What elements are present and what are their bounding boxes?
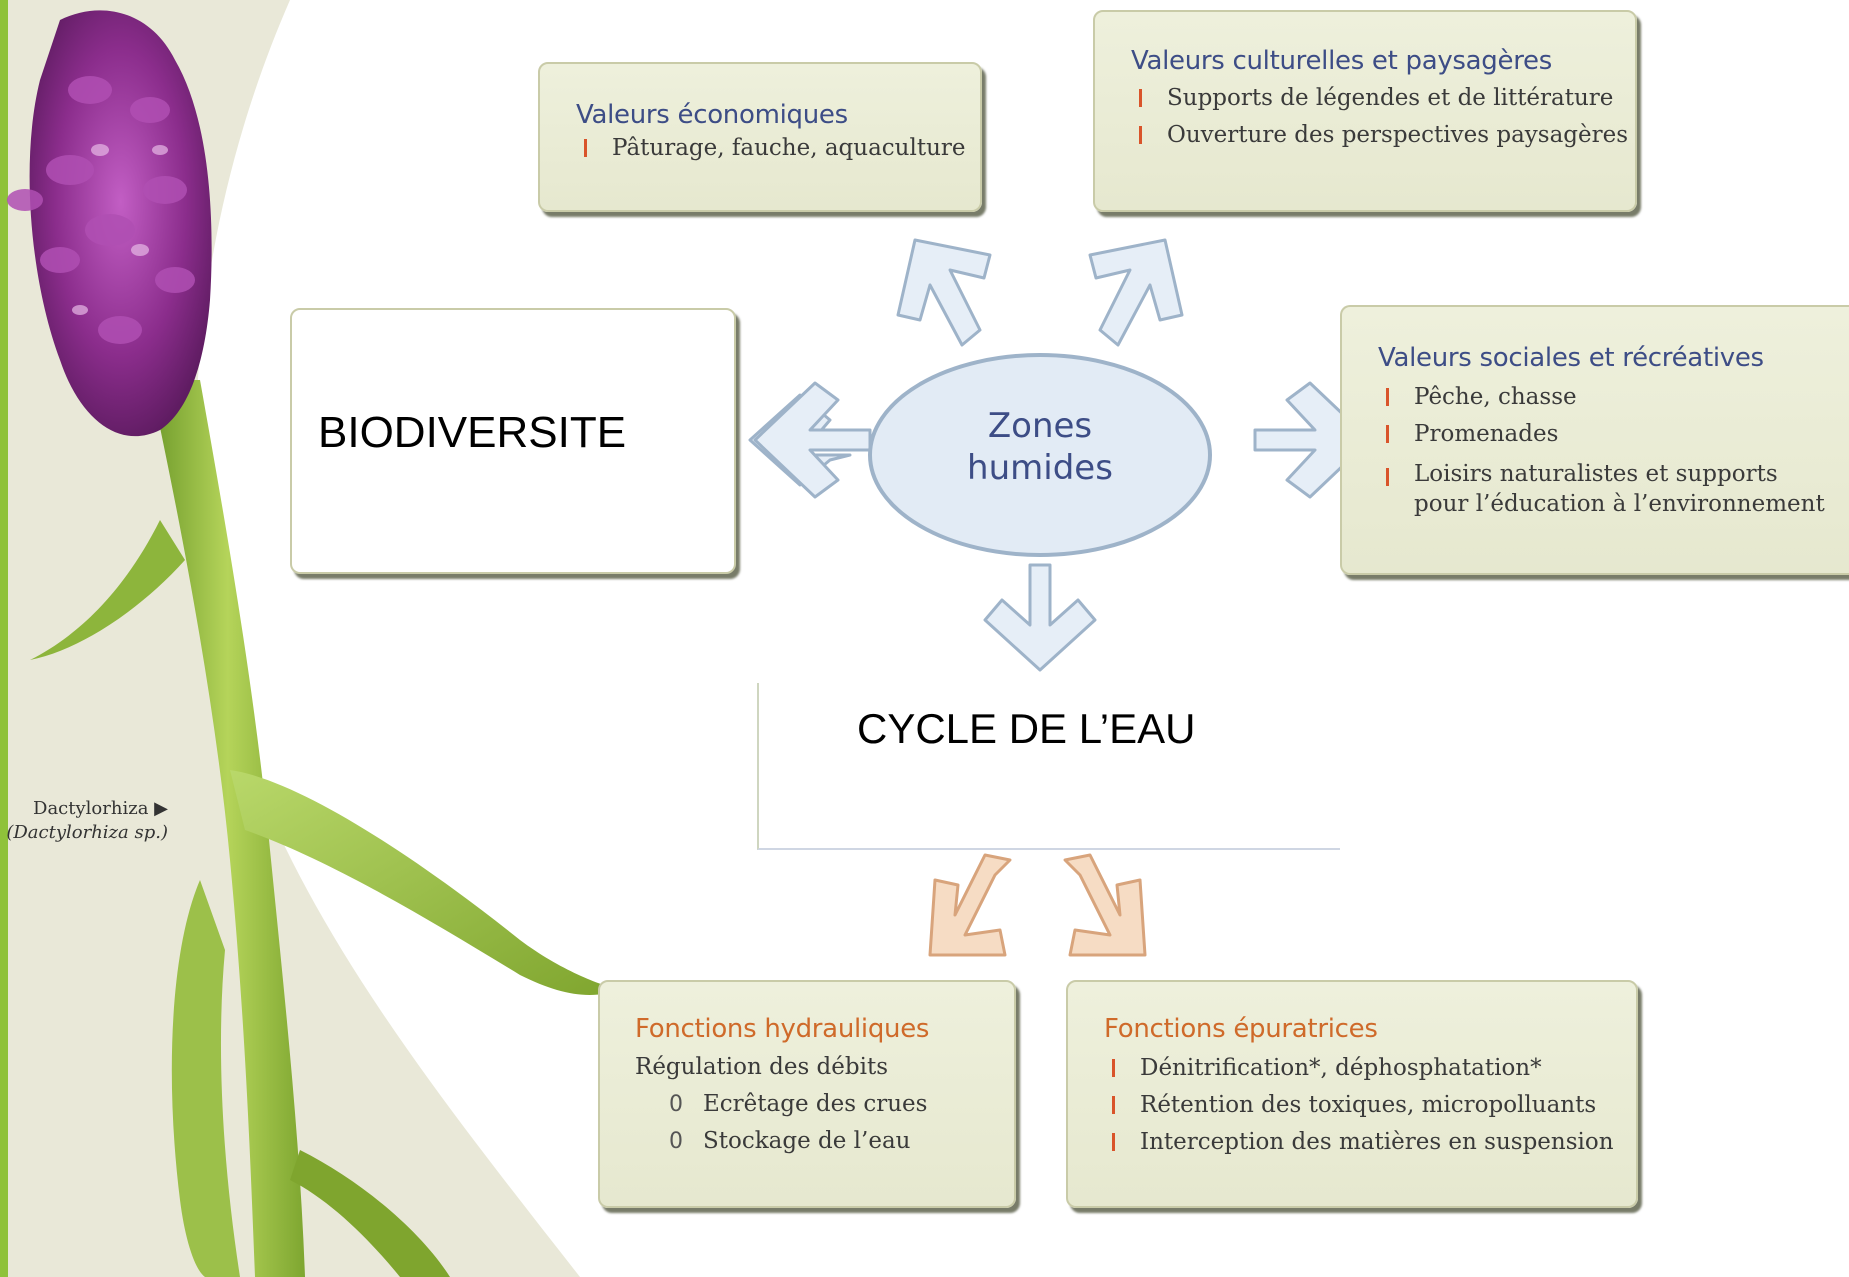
list-item: Interception des matières en suspension — [1104, 1124, 1636, 1161]
center-label-line1: Zones — [987, 406, 1093, 446]
item-text: Pâturage, fauche, aquaculture — [612, 135, 966, 161]
list-item: Dénitrification*, déphosphatation* — [1104, 1050, 1636, 1087]
list-item: Pêche, chasse — [1378, 379, 1849, 416]
box-title: Fonctions épuratrices — [1104, 1014, 1378, 1044]
box-title: Valeurs sociales et récréatives — [1378, 343, 1764, 373]
arrows-peach — [928, 853, 1147, 957]
flower-petals — [7, 76, 195, 344]
arrow-down-left — [928, 853, 1012, 957]
bullet-bar-icon — [1112, 1133, 1115, 1151]
item-text: Stockage de l’eau — [703, 1128, 911, 1154]
box-subtitle: Régulation des débits — [635, 1054, 889, 1080]
left-edge-strip — [0, 0, 8, 1277]
caption-line2: (Dactylorhiza sp.) — [6, 822, 168, 843]
item-list: Pâturage, fauche, aquaculture — [576, 130, 980, 167]
box-cycle-de-leau: CYCLE DE L’EAU — [757, 683, 1340, 850]
leaf-lower — [171, 880, 240, 1277]
cycle-label: CYCLE DE L’EAU — [857, 705, 1196, 752]
arrow-up-left — [896, 238, 992, 347]
bullet-bar-icon — [1386, 388, 1389, 406]
arrow-down — [983, 563, 1097, 672]
box-fonctions-epuratrices: Fonctions épuratrices Dénitrification*, … — [1066, 980, 1638, 1208]
bullet-mark-icon: 0 — [669, 1092, 683, 1117]
item-list: Pêche, chasse Promenades Loisirs natural… — [1378, 379, 1849, 519]
center-label: Zones humides — [940, 405, 1140, 489]
arrow-down-right — [1063, 853, 1147, 957]
list-item: Supports de légendes et de littérature — [1131, 80, 1635, 117]
leaf-bottom-right — [290, 1150, 450, 1277]
item-text: Rétention des toxiques, micropolluants — [1140, 1092, 1597, 1118]
biodiversite-label: BIODIVERSITE — [318, 408, 627, 457]
bullet-bar-icon — [1386, 468, 1389, 486]
box-title: Valeurs économiques — [576, 100, 848, 130]
list-item: 0 Ecrêtage des crues — [635, 1086, 1014, 1123]
bullet-bar-icon — [1112, 1096, 1115, 1114]
bullet-bar-icon — [584, 139, 587, 157]
center-label-line2: humides — [967, 448, 1113, 488]
item-text: Loisirs naturalistes et supports pour l’… — [1414, 461, 1825, 517]
box-biodiversite: BIODIVERSITE — [290, 308, 736, 574]
item-text: Ecrêtage des crues — [703, 1091, 928, 1117]
leaf-right — [230, 770, 620, 995]
arrows-blue — [748, 238, 1372, 672]
bullet-bar-icon — [1112, 1059, 1115, 1077]
item-text: Interception des matières en suspension — [1140, 1129, 1614, 1155]
box-valeurs-culturelles: Valeurs culturelles et paysagères Suppor… — [1093, 10, 1637, 212]
list-item: Rétention des toxiques, micropolluants — [1104, 1087, 1636, 1124]
box-title: Fonctions hydrauliques — [635, 1014, 930, 1044]
stem — [150, 380, 305, 1277]
leaf-left — [30, 520, 185, 660]
box-fonctions-hydrauliques: Fonctions hydrauliques Régulation des dé… — [598, 980, 1016, 1208]
list-item: Promenades — [1378, 416, 1849, 453]
bullet-mark-icon: 0 — [669, 1129, 683, 1154]
list-item: Ouverture des perspectives paysagères — [1131, 117, 1635, 154]
list-item: 0 Stockage de l’eau — [635, 1123, 1014, 1160]
box-title: Valeurs culturelles et paysagères — [1131, 46, 1552, 76]
box-valeurs-economiques: Valeurs économiques Pâturage, fauche, aq… — [538, 62, 982, 212]
bullet-bar-icon — [1386, 425, 1389, 443]
item-list: Supports de légendes et de littérature O… — [1131, 80, 1635, 154]
item-text: Pêche, chasse — [1414, 384, 1577, 410]
arrow-up-right — [1088, 238, 1184, 347]
list-item: Pâturage, fauche, aquaculture — [576, 130, 980, 167]
item-list: Dénitrification*, déphosphatation* Réten… — [1104, 1050, 1636, 1161]
item-text: Promenades — [1414, 421, 1559, 447]
bullet-bar-icon — [1139, 126, 1142, 144]
item-text: Ouverture des perspectives paysagères — [1167, 122, 1629, 148]
item-text: Dénitrification*, déphosphatation* — [1140, 1055, 1542, 1081]
center-ellipse — [868, 353, 1212, 557]
item-text: Supports de légendes et de littérature — [1167, 85, 1614, 111]
flower-highlights — [72, 144, 168, 315]
caption-line1: Dactylorhiza ▶ — [33, 798, 168, 819]
bullet-bar-icon — [1139, 89, 1142, 107]
box-valeurs-sociales: Valeurs sociales et récréatives Pêche, c… — [1340, 305, 1849, 575]
plant-caption: Dactylorhiza ▶ (Dactylorhiza sp.) — [0, 797, 168, 845]
list-item: Loisirs naturalistes et supports pour l’… — [1378, 459, 1834, 519]
